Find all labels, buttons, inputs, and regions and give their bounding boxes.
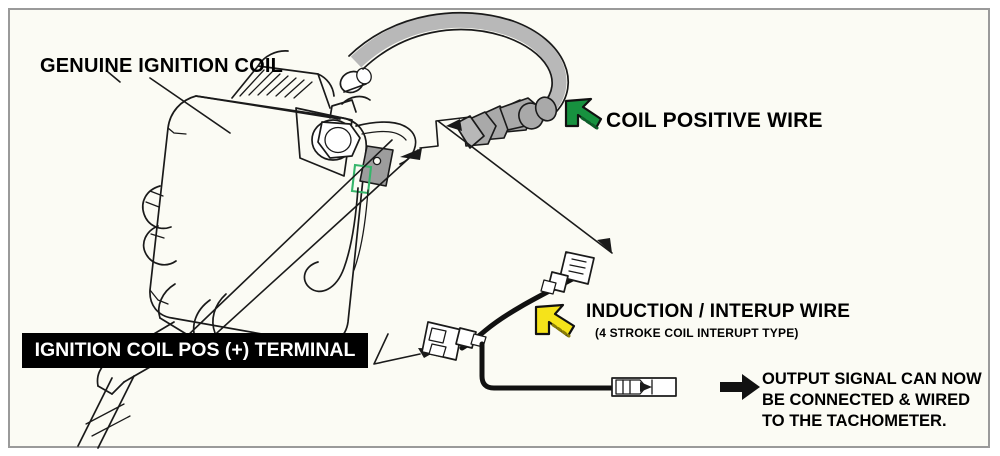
banner-text: IGNITION COIL POS (+) TERMINAL [34,339,356,361]
output-line-3: TO THE TACHOMETER. [762,412,947,431]
output-arrow [720,374,760,400]
coil-positive-arrow [564,97,603,130]
coil-positive-terminal [295,67,417,293]
banner-ignition-coil-pos-terminal: IGNITION COIL POS (+) TERMINAL [22,333,368,368]
label-induction-interup-wire: INDUCTION / INTERUP WIRE [586,301,851,322]
ht-lead [348,11,570,149]
output-line-1: OUTPUT SIGNAL CAN NOW [762,370,982,388]
output-line-2: BE CONNECTED & WIRED [762,391,971,410]
induction-arrow [534,303,576,338]
coil-body [77,50,368,449]
wire-harness [421,251,677,397]
label-genuine-ignition-coil: GENUINE IGNITION COIL [40,55,284,77]
diagram-panel [8,8,990,448]
label-induction-subtitle: (4 STROKE COIL INTERUPT TYPE) [595,326,799,340]
label-output-signal: OUTPUT SIGNAL CAN NOW BE CONNECTED & WIR… [762,369,982,432]
label-coil-positive-wire: COIL POSITIVE WIRE [606,109,823,132]
